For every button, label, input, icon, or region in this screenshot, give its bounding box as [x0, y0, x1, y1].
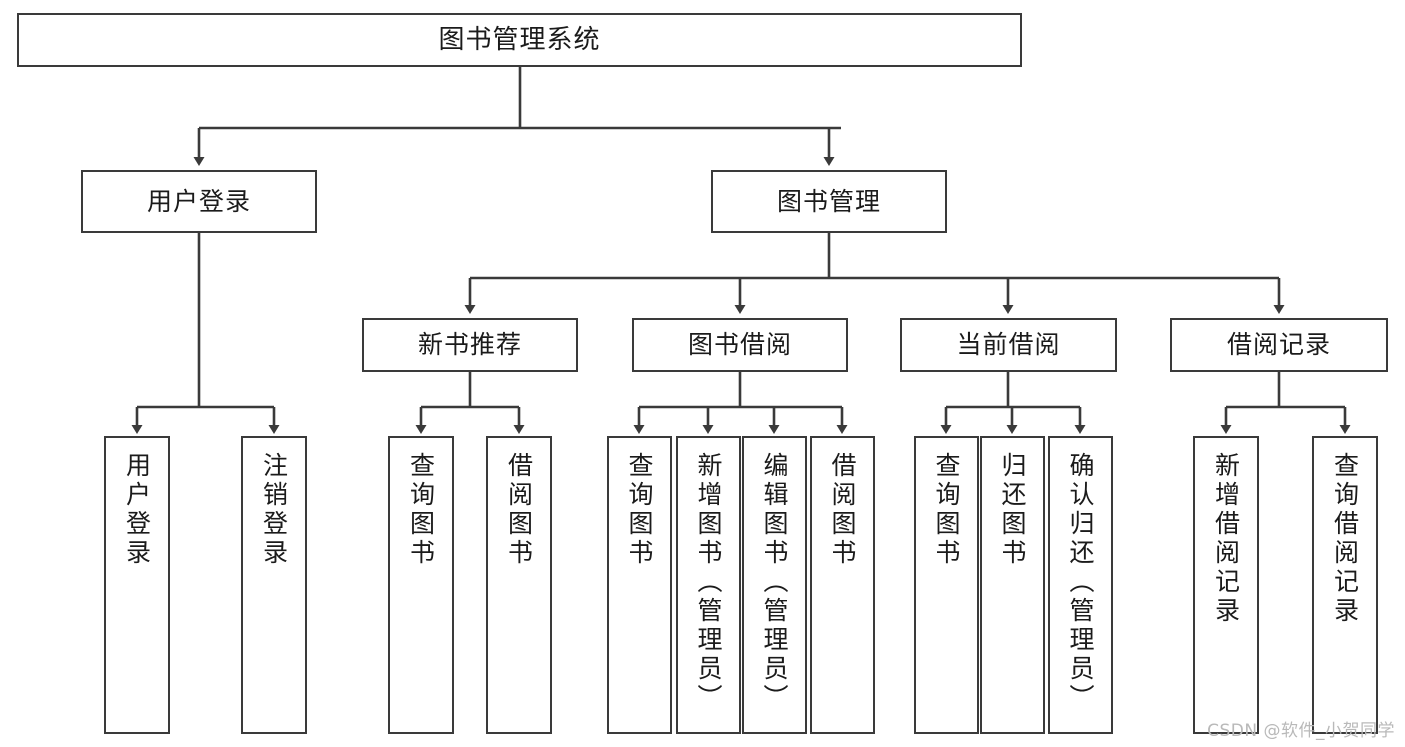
node-leaf-edit-book-label: 编辑图书（管理员）	[760, 452, 789, 713]
node-leaf-add-record[interactable]: 新增借阅记录	[1193, 436, 1259, 734]
node-new-book-recommend[interactable]: 新书推荐	[362, 318, 578, 372]
node-current-borrow[interactable]: 当前借阅	[900, 318, 1117, 372]
node-leaf-confirm-return-label: 确认归还（管理员）	[1066, 452, 1095, 713]
node-book-borrow-label: 图书借阅	[687, 330, 792, 360]
node-root-label: 图书管理系统	[438, 24, 601, 55]
node-borrow-record-label: 借阅记录	[1226, 330, 1331, 360]
node-leaf-add-record-label: 新增借阅记录	[1211, 452, 1241, 626]
node-borrow-record[interactable]: 借阅记录	[1170, 318, 1388, 372]
node-leaf-query-book-rec-label: 查询图书	[406, 452, 436, 568]
node-leaf-query-book-borrow[interactable]: 查询图书	[607, 436, 672, 734]
csdn-watermark: CSDN @软件_小贺同学	[1207, 721, 1395, 741]
node-user-login[interactable]: 用户登录	[81, 170, 317, 233]
node-book-borrow[interactable]: 图书借阅	[632, 318, 848, 372]
node-book-manage-label: 图书管理	[776, 186, 881, 216]
node-leaf-user-logout[interactable]: 注销登录	[241, 436, 307, 734]
node-leaf-confirm-return[interactable]: 确认归还（管理员）	[1048, 436, 1113, 734]
node-leaf-user-logout-label: 注销登录	[259, 452, 289, 568]
node-leaf-query-book-cur-label: 查询图书	[932, 452, 961, 568]
node-leaf-borrow-book[interactable]: 借阅图书	[810, 436, 875, 734]
node-new-book-recommend-label: 新书推荐	[417, 330, 522, 360]
node-leaf-query-record[interactable]: 查询借阅记录	[1312, 436, 1378, 734]
node-leaf-borrow-book-rec[interactable]: 借阅图书	[486, 436, 552, 734]
node-leaf-query-book-borrow-label: 查询图书	[625, 452, 654, 568]
node-leaf-query-record-label: 查询借阅记录	[1330, 452, 1360, 626]
node-leaf-borrow-book-label: 借阅图书	[828, 452, 857, 568]
node-book-manage[interactable]: 图书管理	[711, 170, 947, 233]
node-leaf-add-book-label: 新增图书（管理员）	[694, 452, 723, 713]
node-leaf-query-book-rec[interactable]: 查询图书	[388, 436, 454, 734]
node-root[interactable]: 图书管理系统	[17, 13, 1022, 67]
node-leaf-borrow-book-rec-label: 借阅图书	[504, 452, 534, 568]
node-leaf-add-book[interactable]: 新增图书（管理员）	[676, 436, 741, 734]
node-leaf-return-book-label: 归还图书	[998, 452, 1027, 568]
node-user-login-label: 用户登录	[146, 186, 251, 216]
node-leaf-query-book-cur[interactable]: 查询图书	[914, 436, 979, 734]
node-leaf-return-book[interactable]: 归还图书	[980, 436, 1045, 734]
node-leaf-user-login-label: 用户登录	[122, 452, 152, 568]
node-leaf-user-login[interactable]: 用户登录	[104, 436, 170, 734]
node-current-borrow-label: 当前借阅	[956, 330, 1061, 360]
node-leaf-edit-book[interactable]: 编辑图书（管理员）	[742, 436, 807, 734]
